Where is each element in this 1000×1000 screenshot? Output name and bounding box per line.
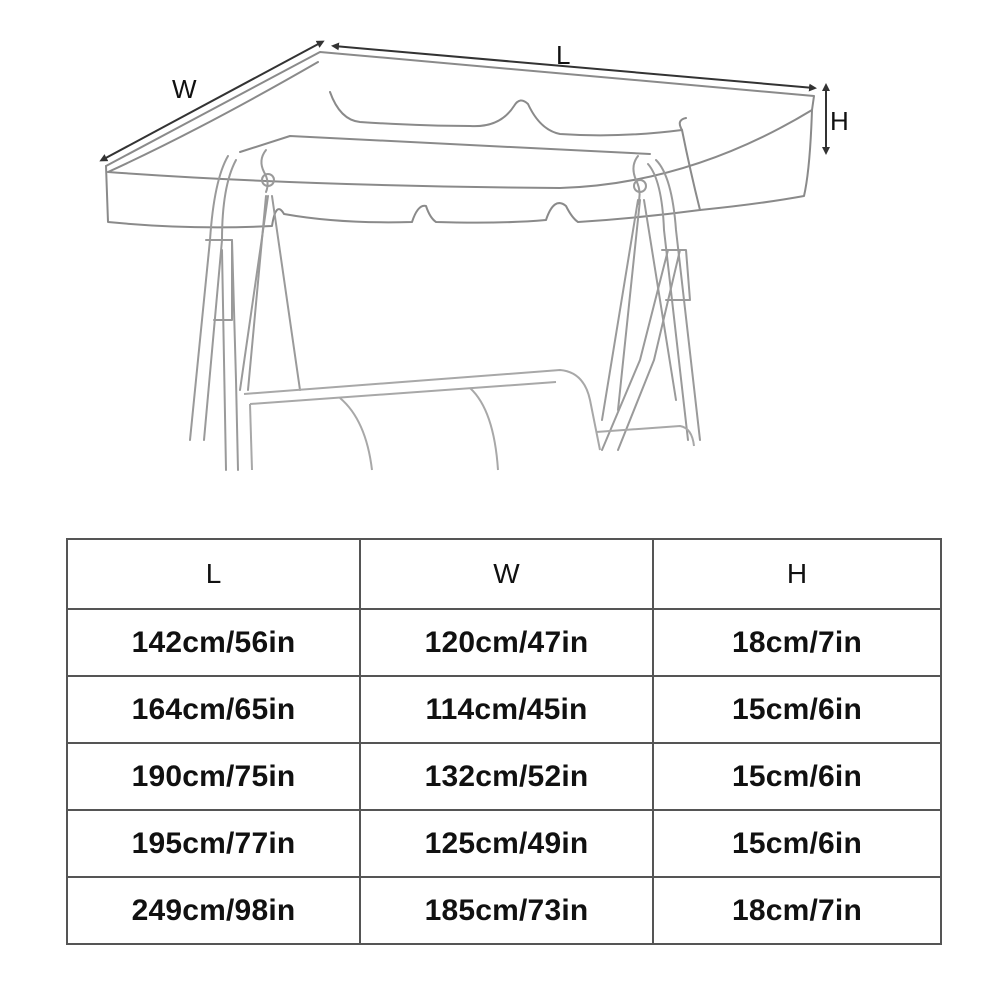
seat-cushion-lines [339,387,499,471]
seat-back-inner [249,381,557,405]
canopy-top [105,51,815,167]
right-hanger-ring [633,179,647,193]
cell-height: 18cm/7in [652,876,942,945]
right-sleeve [661,249,691,301]
right-chain-1 [601,199,639,421]
cell-width: 120cm/47in [359,608,654,677]
right-hanger [632,155,641,205]
cell-length: 249cm/98in [66,876,361,945]
left-post-front-2 [203,159,237,441]
canopy-top-back-edge [107,61,319,173]
table-row: 195cm/77in 125cm/49in 15cm/6in [66,809,942,878]
left-chain-3 [247,195,267,391]
table-row: 142cm/56in 120cm/47in 18cm/7in [66,608,942,677]
height-label: H [830,106,849,136]
cell-width: 114cm/45in [359,675,654,744]
cell-height: 18cm/7in [652,608,942,677]
cell-height: 15cm/6in [652,742,942,811]
right-chain-2 [643,199,677,401]
swing-canopy-diagram: W L H [99,40,849,471]
header-length: L [66,538,361,610]
swing-frame [189,149,701,471]
seat-armrest [595,425,695,447]
table-header-row: L W H [66,538,942,610]
left-sleeve [205,239,233,321]
width-label: W [172,74,197,104]
header-width: W [359,538,654,610]
header-height: H [652,538,942,610]
cell-length: 164cm/65in [66,675,361,744]
canopy-rear-scallops [329,91,683,137]
left-post-back [231,239,239,471]
swing-seat [243,369,695,471]
left-post-back-2 [221,249,227,471]
table-row: 249cm/98in 185cm/73in 18cm/7in [66,876,942,945]
table-row: 164cm/65in 114cm/45in 15cm/6in [66,675,942,744]
cell-height: 15cm/6in [652,675,942,744]
seat-base [249,403,253,471]
canopy-side-valance [699,109,813,211]
canopy-front-edge [107,109,813,189]
left-hanger-ring [261,173,275,187]
cell-length: 190cm/75in [66,742,361,811]
size-table: L W H 142cm/56in 120cm/47in 18cm/7in 164… [66,538,942,945]
table-row: 190cm/75in 132cm/52in 15cm/6in [66,742,942,811]
length-label: L [556,40,570,70]
left-chain-2 [271,195,301,391]
cell-length: 195cm/77in [66,809,361,878]
left-post-front [189,155,229,441]
right-post-front-2 [647,163,689,441]
width-arrow [99,40,325,162]
right-post-front [655,159,701,441]
cell-width: 132cm/52in [359,742,654,811]
canopy-outline [105,51,815,229]
cell-width: 125cm/49in [359,809,654,878]
right-post-back [601,249,669,451]
length-arrow [331,42,817,92]
canopy-front-valance [105,165,701,229]
canopy-inner-rod [239,135,651,155]
cell-height: 15cm/6in [652,809,942,878]
seat-back [243,369,601,451]
dimension-arrows [99,40,830,162]
cell-width: 185cm/73in [359,876,654,945]
right-chain-3 [617,199,641,411]
right-post-back-2 [617,249,681,451]
cell-length: 142cm/56in [66,608,361,677]
